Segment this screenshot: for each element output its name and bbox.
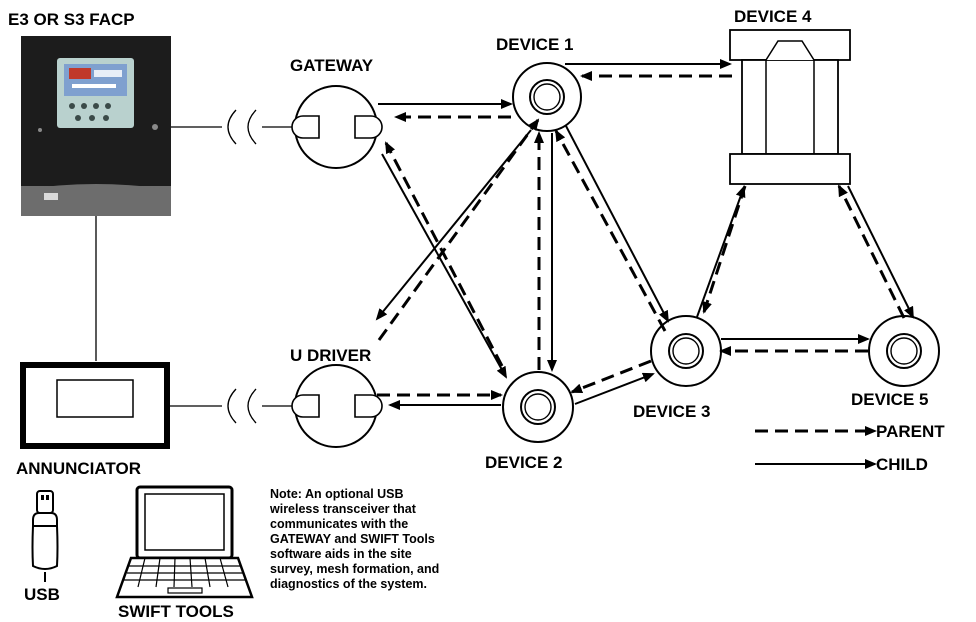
parent-link <box>377 118 540 341</box>
parent-link <box>837 184 906 319</box>
child-link <box>847 185 914 319</box>
child-link <box>574 372 655 405</box>
u-driver-icon <box>291 364 383 448</box>
device3-label: DEVICE 3 <box>633 402 710 421</box>
connection-arrows <box>375 59 914 410</box>
swift-tools-label: SWIFT TOOLS <box>118 602 234 621</box>
usb-transceiver-icon <box>31 490 59 582</box>
legend-parent-label: PARENT <box>876 422 945 441</box>
device2-icon <box>502 371 574 443</box>
note-line: software aids in the site <box>270 547 412 561</box>
wire-break-mark <box>247 388 257 424</box>
note-line: survey, mesh formation, and <box>270 562 439 576</box>
legend-child-label: CHILD <box>876 455 928 474</box>
panel-status-line <box>72 84 116 88</box>
parent-link <box>554 129 667 332</box>
note-line: Note: An optional USB <box>270 487 404 501</box>
device4-label: DEVICE 4 <box>734 7 812 26</box>
gateway-icon <box>291 85 383 169</box>
panel-logo <box>69 68 91 79</box>
device5-label: DEVICE 5 <box>851 390 928 409</box>
parent-link <box>702 185 747 314</box>
panel-brand <box>44 193 58 200</box>
panel-lock <box>152 124 158 130</box>
panel-base-curve <box>21 184 171 216</box>
device1-icon <box>512 62 582 132</box>
legend: PARENT CHILD <box>755 422 945 474</box>
device1-label: DEVICE 1 <box>496 35 573 54</box>
parent-link <box>384 141 504 367</box>
laptop-icon <box>115 485 254 599</box>
device5-icon <box>868 315 940 387</box>
gateway-label: GATEWAY <box>290 56 374 75</box>
child-link <box>381 153 507 379</box>
note-line: diagnostics of the system. <box>270 577 427 591</box>
u-driver-label: U DRIVER <box>290 346 371 365</box>
ceiling-detector-icon <box>729 29 851 185</box>
note-line: GATEWAY and SWIFT Tools <box>270 532 435 546</box>
panel-key <box>38 128 42 132</box>
fire-alarm-control-panel-icon <box>21 36 171 216</box>
wire-break-mark <box>227 388 237 424</box>
panel-keypad <box>69 103 111 121</box>
annunciator-display <box>56 379 134 418</box>
note-text: Note: An optional USB wireless transceiv… <box>269 487 439 591</box>
usb-label: USB <box>24 585 60 604</box>
device3-icon <box>650 315 722 387</box>
device2-label: DEVICE 2 <box>485 453 562 472</box>
wire-break-mark <box>227 109 237 145</box>
child-link <box>565 125 669 323</box>
parent-link <box>570 359 652 394</box>
child-link <box>375 129 532 321</box>
note-line: communicates with the <box>270 517 408 531</box>
panel-status-text <box>94 70 122 77</box>
wire-break-mark <box>247 109 257 145</box>
note-line: wireless transceiver that <box>269 502 417 516</box>
facp-label: E3 OR S3 FACP <box>8 10 135 29</box>
annunciator-label: ANNUNCIATOR <box>16 459 141 478</box>
